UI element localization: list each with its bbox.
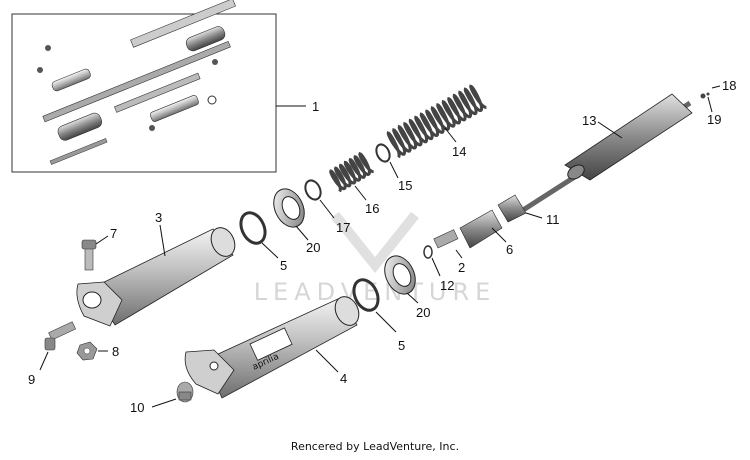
callout-18: 18 xyxy=(722,78,736,93)
callout-20a: 20 xyxy=(306,240,320,255)
callout-6: 6 xyxy=(506,242,513,257)
part-12-damper-rod xyxy=(518,93,693,215)
part-14-fork-spring xyxy=(386,84,487,159)
callout-1: 1 xyxy=(312,99,319,114)
footer-credit: Rencered by LeadVenture, Inc. xyxy=(290,440,460,453)
callout-20b: 20 xyxy=(416,305,430,320)
part-5-dust-ring-upper xyxy=(239,211,267,245)
callout-9: 9 xyxy=(28,372,35,387)
callout-11: 11 xyxy=(546,212,560,227)
callout-7: 7 xyxy=(110,226,117,241)
callout-3: 3 xyxy=(155,210,162,225)
callout-15: 15 xyxy=(398,178,412,193)
callout-12: 13 xyxy=(582,113,596,128)
part-9-bolt xyxy=(44,321,76,351)
callout-10: 10 xyxy=(130,400,144,415)
part-2-bolt xyxy=(433,229,459,249)
callout-14: 14 xyxy=(452,144,466,159)
part-5-dust-ring-lower xyxy=(352,278,380,312)
part-16-short-spring xyxy=(329,151,374,193)
inset-box xyxy=(11,0,277,173)
part-8-nut xyxy=(76,341,98,361)
callout-17: 17 xyxy=(336,220,350,235)
part-10-cap-nut xyxy=(176,381,194,403)
part-7-bolt xyxy=(81,239,97,271)
part-20-oil-seal-lower xyxy=(384,255,416,295)
callout-2: 2 xyxy=(458,260,465,275)
part-11-cartridge xyxy=(497,194,527,223)
callout-13: 12 xyxy=(440,278,454,293)
callout-5b: 5 xyxy=(398,338,405,353)
part-3-fork-slider xyxy=(76,227,236,327)
callout-8: 8 xyxy=(112,344,119,359)
callout-4: 4 xyxy=(340,371,347,386)
watermark-text: LEADVENTURE xyxy=(254,278,497,306)
callout-16: 16 xyxy=(365,201,379,216)
part-6-sleeve xyxy=(459,209,503,249)
part-4-fork-slider: aprilia xyxy=(184,296,360,399)
callout-5a: 5 xyxy=(280,258,287,273)
callout-19: 19 xyxy=(707,112,721,127)
part-20-oil-seal-upper xyxy=(273,188,305,228)
